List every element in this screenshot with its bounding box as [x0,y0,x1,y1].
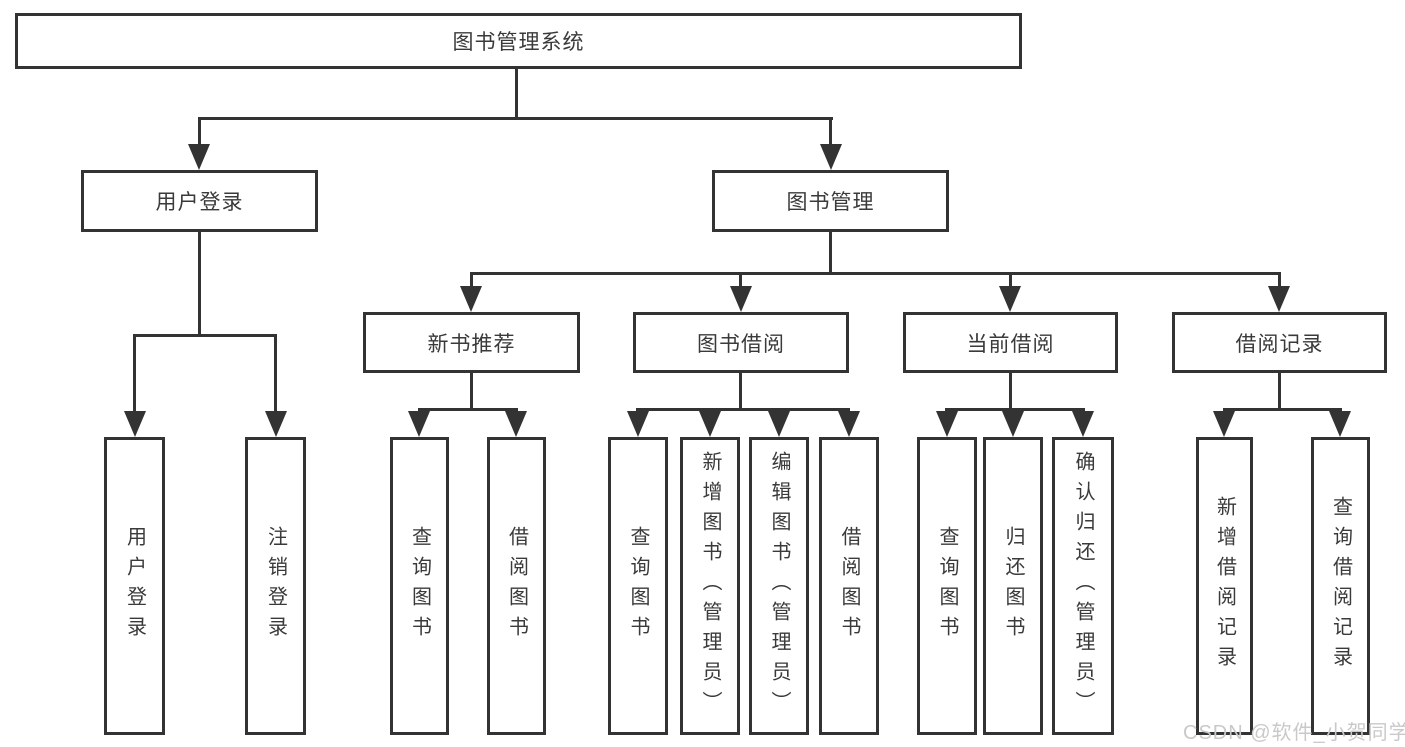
connector-current-borrow-trunk [1009,372,1012,411]
arrowhead-leaf-query2 [627,411,649,437]
leaf-edit-book-admin: 编辑图书（管理员） [749,437,809,735]
arrowhead-book-borrow [730,286,752,312]
node-borrow-records: 借阅记录 [1172,312,1387,373]
arrowhead-new-book [460,286,482,312]
connector-new-book-trunk [470,372,473,411]
arrowhead-leaf-return [1002,411,1024,437]
leaf-return-book: 归还图书 [983,437,1043,735]
arrowhead-leaf-borrow1 [505,411,527,437]
leaf-query-books-1: 查询图书 [390,437,449,735]
arrowhead-current-borrow [999,286,1021,312]
leaf-query-borrow-record: 查询借阅记录 [1311,437,1370,735]
arrowhead-leaf-query1 [408,411,430,437]
node-new-book-recommend: 新书推荐 [363,312,580,373]
node-root: 图书管理系统 [15,13,1022,69]
leaf-confirm-return-admin: 确认归还（管理员） [1052,437,1114,735]
connector-current-borrow-drop [1009,272,1012,288]
arrowhead-book-management [820,144,842,170]
connector-level2-bar [198,117,833,120]
connector-new-book-drop [470,272,473,288]
arrowhead-leaf-add-record [1213,411,1235,437]
node-book-borrow: 图书借阅 [633,312,849,373]
leaf-logout: 注销登录 [245,437,306,735]
leaf-add-borrow-record: 新增借阅记录 [1196,437,1253,735]
node-current-borrow: 当前借阅 [903,312,1118,373]
connector-user-login-trunk [198,231,201,337]
arrowhead-leaf-login [124,411,146,437]
arrowhead-borrow-record [1268,286,1290,312]
arrowhead-leaf-query3 [936,411,958,437]
leaf-add-book-admin: 新增图书（管理员） [680,437,740,735]
connector-borrow-records-trunk [1278,372,1281,411]
arrowhead-leaf-edit-book [768,411,790,437]
connector-book-borrow-drop [739,272,742,288]
node-book-management: 图书管理 [712,170,949,232]
connector-borrow-record-drop [1278,272,1281,288]
connector-level3-bar [470,272,1281,275]
connector-user-login-drop [198,117,201,147]
connector-new-book-bar [418,408,518,411]
arrowhead-leaf-borrow2 [838,411,860,437]
connector-current-borrow-bar [945,408,1085,411]
connector-root-trunk [515,69,518,119]
connector-leaf-logout-drop [274,334,277,414]
connector-leaf-login-drop [133,334,136,414]
connector-book-borrow-trunk [739,372,742,411]
leaf-user-login: 用户登录 [104,437,165,735]
connector-book-management-trunk [829,231,832,275]
arrowhead-leaf-query-record [1329,411,1351,437]
leaf-borrow-books-2: 借阅图书 [819,437,879,735]
connector-borrow-records-bar [1223,408,1342,411]
node-user-login: 用户登录 [81,170,318,232]
watermark-text: CSDN @软件_小贺同学 [1183,722,1405,744]
arrowhead-leaf-logout [265,411,287,437]
leaf-query-books-2: 查询图书 [608,437,668,735]
connector-book-borrow-bar [636,408,850,411]
leaf-borrow-books-1: 借阅图书 [487,437,546,735]
arrowhead-leaf-confirm-return [1072,411,1094,437]
leaf-query-books-3: 查询图书 [917,437,977,735]
arrowhead-leaf-add-book [699,411,721,437]
connector-user-login-bar [133,334,277,337]
arrowhead-user-login [188,144,210,170]
connector-book-management-drop [829,117,832,147]
